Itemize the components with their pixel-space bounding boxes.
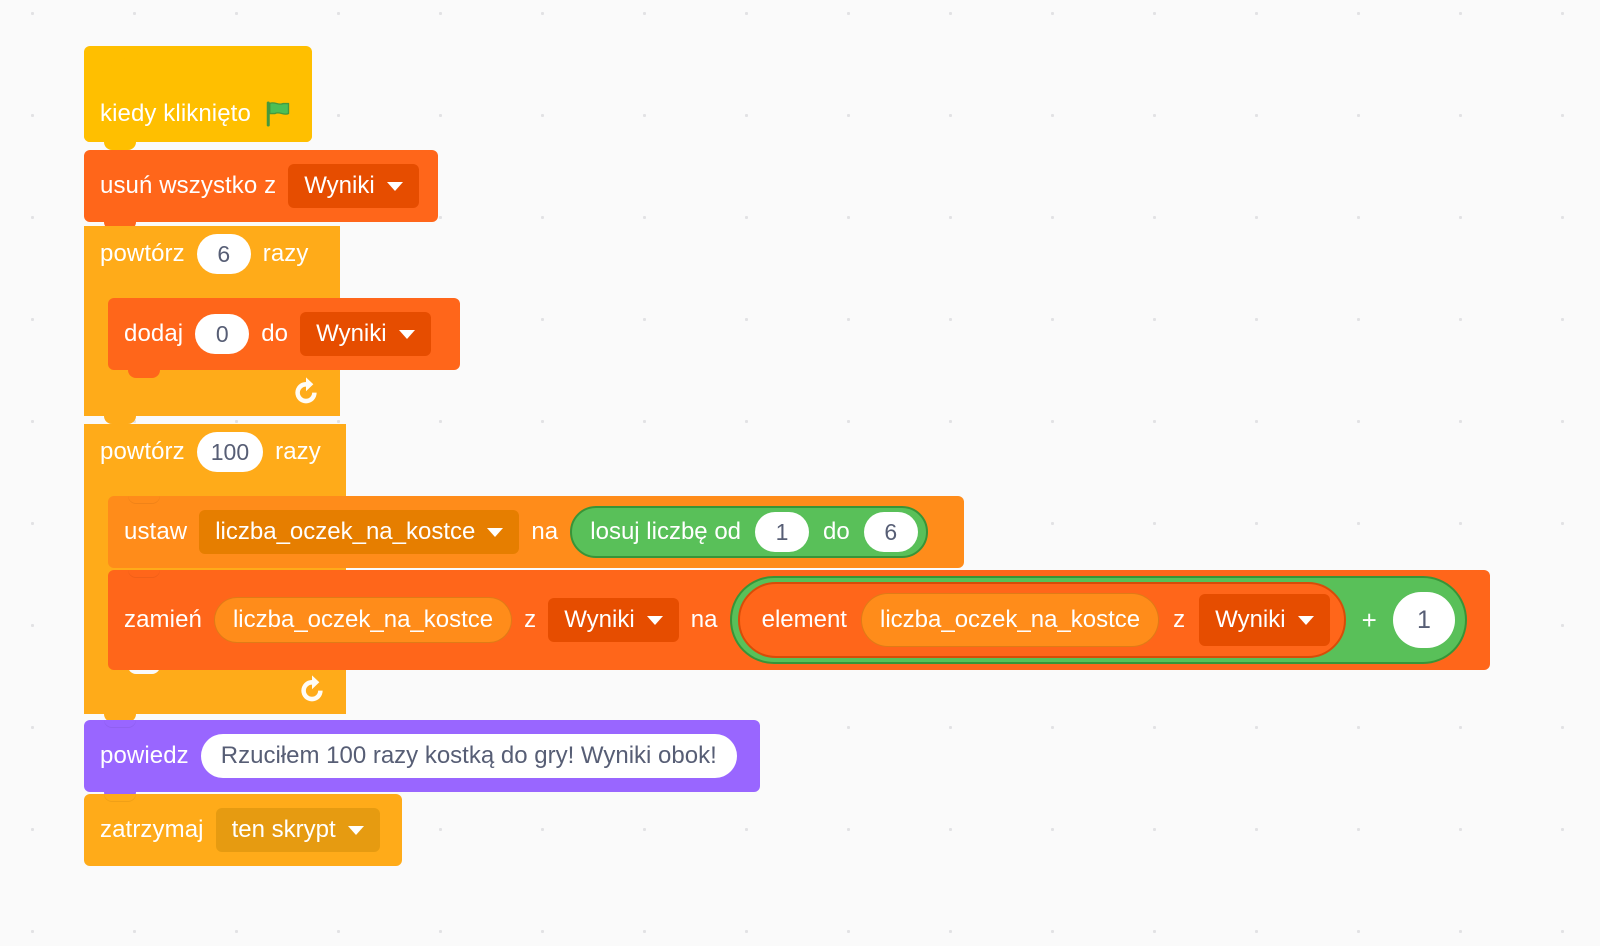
reporter-pick-random[interactable]: losuj liczbę od 1 do 6	[570, 506, 928, 558]
item-of-list-label-z: z	[1173, 606, 1186, 633]
set-variable-label-before: ustaw	[124, 518, 188, 545]
add-to-list-value-input[interactable]: 0	[195, 314, 250, 354]
delete-all-label: usuń wszystko z	[100, 172, 277, 199]
reporter-item-index-variable[interactable]: liczba_oczek_na_kostce	[860, 593, 1160, 647]
add-to-list-dropdown-value: Wyniki	[316, 320, 387, 347]
replace-label-z: z	[524, 606, 537, 633]
chevron-down-icon	[646, 615, 663, 625]
pick-random-to-input[interactable]: 6	[863, 512, 918, 552]
reporter-index-variable[interactable]: liczba_oczek_na_kostce	[213, 597, 513, 643]
list-dropdown-wyniki[interactable]: Wyniki	[288, 164, 419, 208]
pick-random-from-input[interactable]: 1	[755, 512, 810, 552]
reporter-addition-operator[interactable]: element liczba_oczek_na_kostce z Wyniki …	[729, 576, 1467, 664]
repeat-init-label-before: powtórz	[100, 240, 185, 267]
replace-list-dropdown-value: Wyniki	[564, 606, 635, 633]
replace-list-dropdown[interactable]: Wyniki	[548, 598, 679, 642]
block-replace-item-of-list[interactable]: zamień liczba_oczek_na_kostce z Wyniki n…	[108, 570, 1490, 670]
block-when-flag-clicked[interactable]: kiedy kliknięto	[84, 46, 312, 150]
repeat-roll-times-input[interactable]: 100	[196, 432, 264, 472]
repeat-init-label-after: razy	[262, 240, 309, 267]
block-say[interactable]: powiedz Rzuciłem 100 razy kostką do gry!…	[84, 720, 760, 800]
block-stop[interactable]: zatrzymaj ten skrypt	[84, 794, 402, 866]
chevron-down-icon	[386, 181, 403, 191]
addition-operand-input[interactable]: 1	[1392, 592, 1455, 648]
repeat-roll-label-before: powtórz	[100, 438, 185, 465]
set-variable-dropdown-value: liczba_oczek_na_kostce	[215, 518, 476, 545]
block-add-to-list[interactable]: dodaj 0 do Wyniki	[108, 298, 460, 370]
repeat-init-times-input[interactable]: 6	[196, 234, 251, 274]
say-message-input[interactable]: Rzuciłem 100 razy kostką do gry! Wyniki …	[200, 734, 737, 778]
pick-random-label-middle: do	[823, 518, 850, 545]
chevron-down-icon	[1297, 615, 1314, 625]
add-to-list-label-before: dodaj	[124, 320, 184, 347]
replace-label-na: na	[690, 606, 718, 633]
loop-arrow-icon	[301, 675, 323, 702]
stop-option-value: ten skrypt	[231, 816, 336, 843]
block-delete-all-of-list[interactable]: usuń wszystko z Wyniki	[84, 150, 438, 230]
replace-label-before: zamień	[124, 606, 202, 633]
addition-operator-symbol: +	[1361, 605, 1377, 635]
set-variable-label-middle: na	[531, 518, 559, 545]
hat-body: kiedy kliknięto	[84, 86, 312, 142]
reporter-item-of-list[interactable]: element liczba_oczek_na_kostce z Wyniki	[737, 582, 1346, 658]
add-to-list-dropdown[interactable]: Wyniki	[300, 312, 431, 356]
chevron-down-icon	[487, 527, 504, 537]
block-repeat-roll[interactable]: powtórz 100 razy	[84, 424, 346, 722]
pick-random-label-before: losuj liczbę od	[590, 518, 742, 545]
repeat-roll-footer	[84, 666, 346, 722]
repeat-roll-label-after: razy	[275, 438, 321, 465]
green-flag-icon	[266, 101, 290, 127]
say-label: powiedz	[100, 742, 189, 769]
item-of-list-dropdown[interactable]: Wyniki	[1199, 594, 1330, 646]
repeat-roll-header: powtórz 100 razy	[84, 424, 346, 480]
repeat-init-footer	[84, 368, 340, 424]
repeat-init-left-arm	[84, 282, 108, 368]
chevron-down-icon	[398, 329, 415, 339]
repeat-init-header: powtórz 6 razy	[84, 226, 340, 282]
hat-bottom-nub	[104, 142, 136, 150]
list-dropdown-value: Wyniki	[304, 172, 375, 199]
repeat-roll-inner-notch	[128, 666, 160, 674]
item-of-list-dropdown-value: Wyniki	[1215, 606, 1286, 633]
stop-option-dropdown[interactable]: ten skrypt	[215, 808, 380, 852]
item-of-list-label-before: element	[761, 606, 847, 633]
set-variable-dropdown[interactable]: liczba_oczek_na_kostce	[199, 510, 520, 554]
stop-label: zatrzymaj	[100, 816, 204, 843]
loop-arrow-icon	[295, 377, 317, 404]
add-to-list-label-middle: do	[261, 320, 289, 347]
when-flag-clicked-label: kiedy kliknięto	[100, 100, 251, 127]
block-set-variable[interactable]: ustaw liczba_oczek_na_kostce na losuj li…	[108, 496, 964, 568]
chevron-down-icon	[347, 825, 364, 835]
repeat-roll-left-arm	[84, 480, 108, 666]
